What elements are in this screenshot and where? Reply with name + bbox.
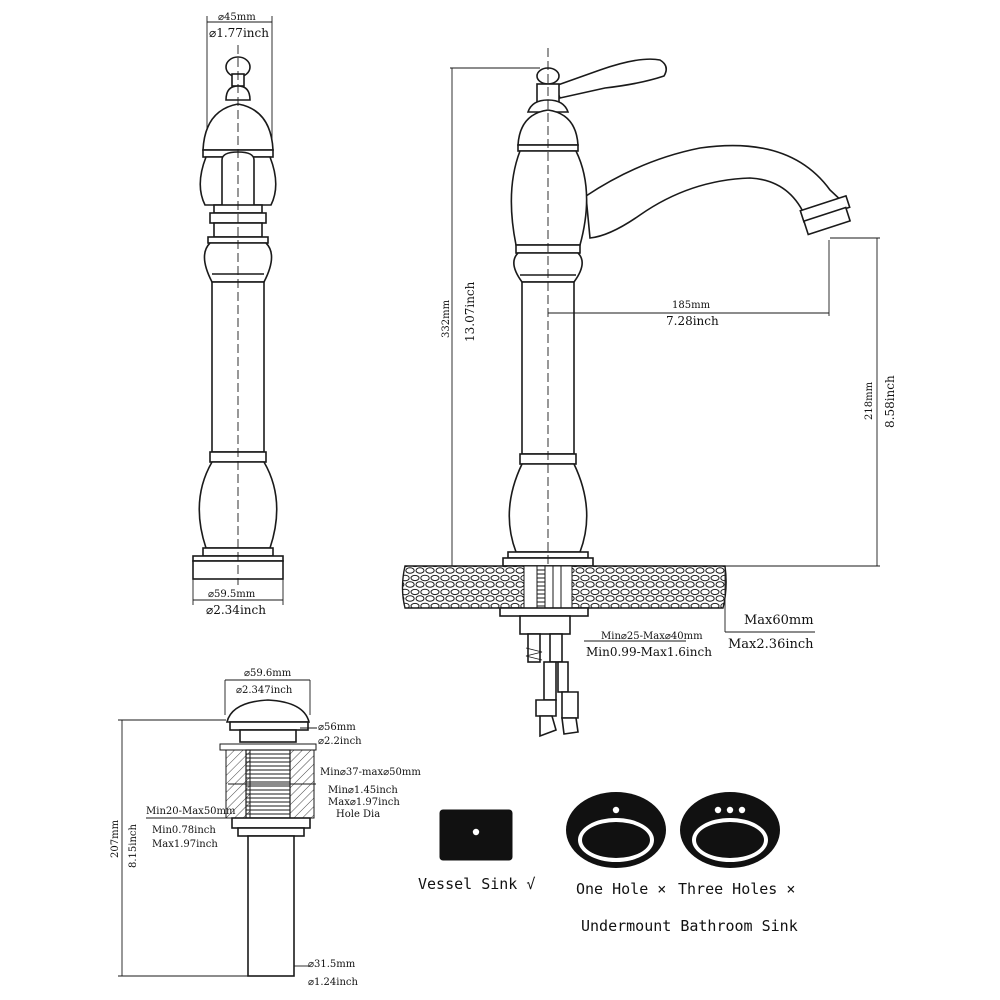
side-height-mm: 332mm bbox=[441, 299, 452, 338]
drain-flange-dia-inch: ⌀2.2inch bbox=[318, 736, 362, 747]
side-height-inch: 13.07inch bbox=[463, 281, 477, 342]
drain-cap-dia-inch: ⌀2.347inch bbox=[236, 685, 293, 696]
one-hole-label: One Hole × bbox=[576, 880, 666, 898]
front-top-dia-inch: ⌀1.77inch bbox=[209, 26, 269, 40]
side-deck-max-inch: Max2.36inch bbox=[728, 637, 814, 652]
pop-up-drain: ⌀59.6mm ⌀2.347inch ⌀56mm ⌀2.2inch Min⌀37… bbox=[110, 668, 421, 988]
side-reach-inch: 7.28inch bbox=[666, 314, 719, 328]
three-holes-sink-icon bbox=[680, 792, 780, 868]
front-base-dia-inch: ⌀2.34inch bbox=[206, 603, 266, 617]
side-spout-height-inch: 8.58inch bbox=[883, 375, 897, 428]
side-deck-max-mm: Max60mm bbox=[744, 613, 814, 628]
sink-compatibility: Vessel Sink √ One Hole × Three Holes × U… bbox=[418, 792, 798, 935]
three-holes-label: Three Holes × bbox=[678, 880, 795, 898]
side-view: 332mm 13.07inch 185mm 7.28inch 218mm 8.5… bbox=[401, 48, 897, 738]
drain-hole-max-inch: Max⌀1.97inch bbox=[328, 797, 400, 808]
drain-length-mm: 207mm bbox=[110, 819, 121, 858]
undermount-label: Undermount Bathroom Sink bbox=[581, 917, 798, 935]
drain-thickness-min-inch: Min0.78inch bbox=[152, 825, 216, 836]
side-hole-mm: Min⌀25-Max⌀40mm bbox=[601, 631, 703, 642]
drain-thickness-max-inch: Max1.97inch bbox=[152, 839, 218, 850]
drain-cap-dia-mm: ⌀59.6mm bbox=[244, 668, 292, 679]
drain-thickness-mm: Min20-Max50mm bbox=[146, 806, 236, 817]
vessel-sink-label: Vessel Sink √ bbox=[418, 875, 535, 893]
front-top-dia-mm: ⌀45mm bbox=[218, 12, 256, 23]
drain-length-inch: 8.15inch bbox=[128, 823, 139, 868]
side-hole-inch: Min0.99-Max1.6inch bbox=[586, 645, 712, 659]
side-reach-mm: 185mm bbox=[672, 300, 711, 311]
front-view: ⌀45mm ⌀1.77inch ⌀59.5mm ⌀2. bbox=[192, 12, 284, 617]
one-hole-sink-icon bbox=[566, 792, 666, 868]
drain-hole-min-inch: Min⌀1.45inch bbox=[328, 785, 398, 796]
front-base-dia-mm: ⌀59.5mm bbox=[208, 589, 256, 600]
drain-hole-dia-mm: Min⌀37-max⌀50mm bbox=[320, 767, 421, 778]
drain-tail-dia-inch: ⌀1.24inch bbox=[308, 977, 359, 988]
drain-tail-dia-mm: ⌀31.5mm bbox=[308, 959, 356, 970]
drain-flange-dia-mm: ⌀56mm bbox=[318, 722, 356, 733]
drain-hole-dia-label: Hole Dia bbox=[336, 809, 380, 820]
side-spout-height-mm: 218mm bbox=[864, 381, 875, 420]
